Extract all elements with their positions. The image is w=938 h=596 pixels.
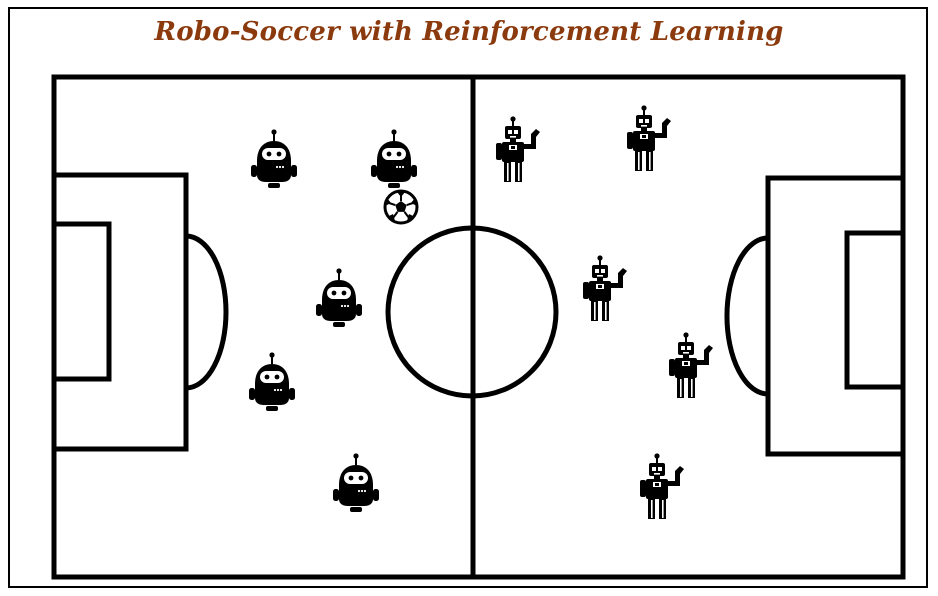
waving-robot-icon [626, 104, 672, 172]
round-robot-icon [315, 267, 363, 328]
field-boundary [51, 74, 906, 580]
diagram-frame [8, 7, 928, 588]
left-goal-area [51, 221, 112, 382]
waving-robot-icon [668, 331, 714, 399]
round-robot-icon [332, 452, 380, 513]
soccer-ball-icon [383, 189, 419, 225]
right-penalty-area [765, 175, 906, 457]
waving-robot-icon [639, 452, 685, 520]
field-lines [51, 74, 906, 580]
diagram-title: Robo-Soccer with Reinforcement Learning [154, 17, 784, 47]
waving-robot-icon [495, 115, 541, 183]
right-goal-area [844, 230, 906, 390]
left-penalty-area [51, 172, 189, 452]
team-right [495, 104, 714, 520]
team-left [248, 128, 418, 513]
center-circle [385, 225, 559, 399]
round-robot-icon [250, 128, 298, 189]
round-robot-icon [248, 351, 296, 412]
round-robot-icon [370, 128, 418, 189]
left-penalty-arc [185, 233, 229, 391]
right-penalty-arc [724, 235, 769, 397]
waving-robot-icon [582, 254, 628, 322]
